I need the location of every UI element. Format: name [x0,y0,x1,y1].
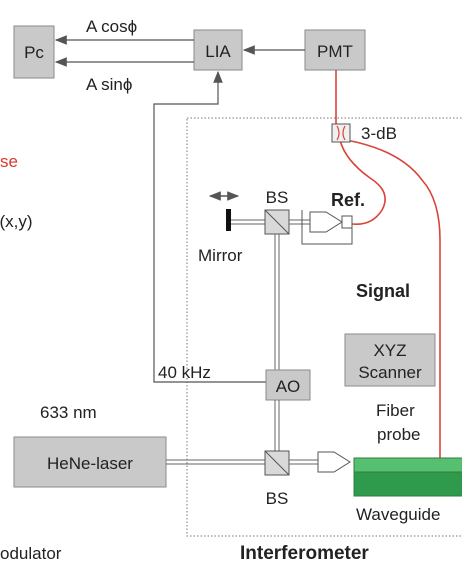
freq-label: 40 kHz [158,363,211,382]
asin-label: A sinϕ [86,75,132,94]
pmt-label: PMT [317,42,353,61]
mirror-label: Mirror [198,246,243,265]
waveguide-top [353,457,462,473]
fiber-probe-label-line1: Fiber [376,401,415,420]
pc-box [13,25,55,79]
pmt-box [304,29,366,71]
xyz-label-line2: Scanner [358,363,422,382]
hene-laser-box [13,436,167,488]
reference-line [153,70,266,383]
coupler-label: 3-dB [361,124,397,143]
xyz-label-line1: XYZ [373,341,406,360]
ref-coupler-lens [309,211,343,233]
bs-bottom-label: BS [266,489,289,508]
ao-label: AO [276,377,301,396]
xy-fragment: ϕ(x,y) [0,212,33,231]
phase-fragment: se [0,152,18,171]
mirror [226,209,231,231]
bs-top-label: BS [266,188,289,207]
coupler-box [331,123,351,143]
waveguide-body [353,471,462,497]
hene-laser-label: HeNe-laser [47,454,133,473]
fiber-signal [345,139,441,462]
ref-label: Ref. [331,190,365,210]
lia-box [193,29,243,71]
wavelength-label: 633 nm [40,403,97,422]
acos-label: A cosϕ [86,17,137,36]
waveguide-label: Waveguide [356,505,440,524]
ao-box [265,369,311,401]
waveguide-coupler-lens [317,451,351,473]
xyz-scanner-box [344,333,436,387]
interferometer-label: Interferometer [240,543,369,564]
interferometer-frame [186,117,462,537]
lia-label: LIA [205,42,231,61]
fiber-ref [339,139,386,226]
pc-label: Pc [24,43,44,62]
fiber-probe-label-line2: probe [377,425,420,444]
signal-label: Signal [356,281,410,301]
modulator-fragment: odulator [0,544,62,563]
